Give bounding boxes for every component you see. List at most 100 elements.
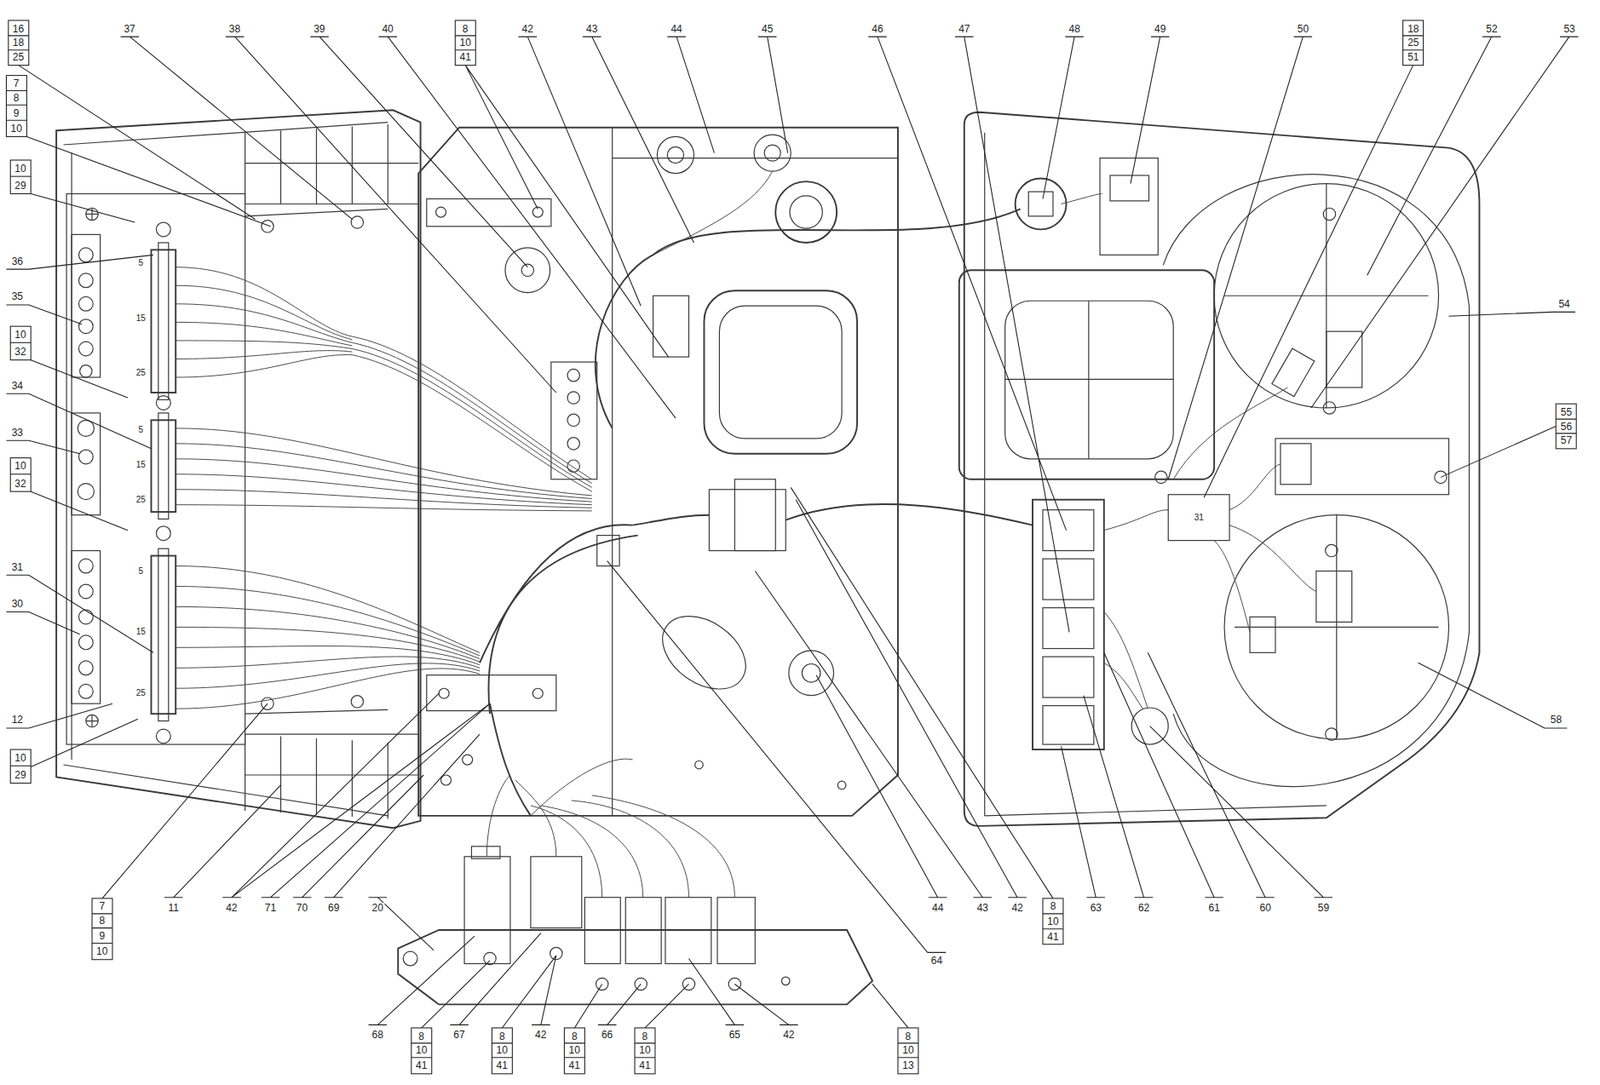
callout-number: 37 xyxy=(122,23,136,35)
callout-number: 41 xyxy=(568,1060,582,1071)
label-frame xyxy=(10,749,31,784)
callout-number: 8 xyxy=(498,1031,507,1042)
callout-number: 41 xyxy=(458,51,472,63)
wire-harness xyxy=(486,775,735,898)
callout-number: 43 xyxy=(585,23,599,35)
callout-number: 67 xyxy=(452,1030,466,1041)
indicator-icon xyxy=(78,296,93,311)
right-cluster xyxy=(1275,438,1450,495)
label-frame xyxy=(1042,914,1064,930)
callout-number: 10 xyxy=(95,946,109,957)
callout-number: 55 xyxy=(1559,407,1573,418)
callout-number: 25 xyxy=(1406,37,1420,48)
mounting-plate xyxy=(775,181,837,243)
instrument-panel xyxy=(56,109,421,829)
right-cluster xyxy=(1280,443,1312,485)
label-frame xyxy=(8,20,29,66)
callout-number: 34 xyxy=(11,380,24,392)
callout-number: 10 xyxy=(901,1045,915,1056)
relay-bracket xyxy=(464,857,511,965)
pin-number: 5 xyxy=(138,567,145,576)
wire-harness xyxy=(1104,611,1148,709)
label-frame xyxy=(564,1028,585,1075)
instrument-panel xyxy=(56,109,421,829)
label-frame xyxy=(491,1043,513,1059)
callout-number: 8 xyxy=(417,1031,426,1042)
panel-connector xyxy=(150,556,176,715)
label-frame xyxy=(10,473,31,475)
callout-number: 25 xyxy=(11,51,25,63)
wire-harness xyxy=(462,754,473,766)
panel-connector xyxy=(150,249,176,393)
callout-number: 65 xyxy=(728,1030,742,1041)
callout-number: 29 xyxy=(13,770,27,781)
wire-harness xyxy=(1104,464,1317,593)
indicator-icon xyxy=(78,684,93,699)
right-cluster xyxy=(1224,184,1439,741)
mounting-plate xyxy=(703,290,858,455)
pin-number: 15 xyxy=(135,460,147,470)
callout-number: 18 xyxy=(1406,23,1420,35)
right-cluster xyxy=(1325,728,1338,741)
callout-number: 39 xyxy=(312,23,326,35)
panel-connector xyxy=(158,548,169,721)
right-cluster xyxy=(1155,471,1168,484)
callout-number: 49 xyxy=(1153,23,1167,35)
pin-number: 25 xyxy=(135,689,147,698)
callout-number: 8 xyxy=(641,1031,650,1042)
panel-connector xyxy=(155,396,171,411)
right-cluster xyxy=(1042,558,1094,600)
mounting-plate xyxy=(438,688,449,699)
callout-number: 33 xyxy=(11,427,24,438)
right-cluster xyxy=(959,270,1215,479)
callout-number: 8 xyxy=(904,1031,913,1042)
callout-number: 13 xyxy=(901,1060,915,1071)
callout-number: 32 xyxy=(13,478,27,490)
callout-number: 57 xyxy=(1559,435,1573,446)
label-frame xyxy=(634,1028,656,1075)
callout-number: 31 xyxy=(11,562,24,573)
mounting-plate xyxy=(719,305,842,439)
indicator-icon xyxy=(78,319,93,334)
instrument-panel xyxy=(86,714,98,727)
wire-harness xyxy=(351,336,592,492)
callout-number: 9 xyxy=(97,931,106,942)
instrument-panel xyxy=(261,220,274,233)
callout-number: 54 xyxy=(1557,299,1571,310)
callout-number: 58 xyxy=(1549,714,1563,726)
leader-line xyxy=(1418,311,1576,729)
leader-line xyxy=(5,136,271,767)
pin-number: 25 xyxy=(135,495,147,505)
panel-connector xyxy=(158,242,169,400)
label-frame xyxy=(10,765,31,767)
right-cluster xyxy=(1042,656,1094,698)
callout-number: 42 xyxy=(1010,903,1024,914)
indicator-icon xyxy=(78,584,93,599)
callout-number: 8 xyxy=(12,92,21,104)
label-frame xyxy=(454,20,476,66)
relay-bracket xyxy=(471,846,501,859)
right-cluster xyxy=(1271,348,1315,397)
label-frame xyxy=(5,20,1577,1075)
wire-harness xyxy=(479,524,639,714)
callout-number: 70 xyxy=(295,903,309,914)
mounting-plate xyxy=(667,146,684,163)
callout-number: 64 xyxy=(930,955,944,967)
callout-number: 41 xyxy=(638,1060,651,1071)
instrument-panel xyxy=(351,216,363,229)
mounting-plate xyxy=(532,688,543,699)
callout-number: 10 xyxy=(414,1045,428,1056)
relay-bracket xyxy=(665,897,712,965)
callout-number: 11 xyxy=(166,903,179,914)
label-frame xyxy=(897,1043,919,1059)
callout-number: 10 xyxy=(9,123,23,134)
callout-number: 45 xyxy=(760,23,774,35)
instrument-panel xyxy=(66,194,246,746)
label-frame xyxy=(10,176,31,178)
label-frame xyxy=(1555,419,1577,434)
relay-bracket xyxy=(483,952,496,965)
mounting-plate xyxy=(789,195,823,229)
callout-number: 63 xyxy=(1089,903,1103,914)
relay-bracket xyxy=(717,897,755,965)
panel-connector xyxy=(150,222,176,744)
